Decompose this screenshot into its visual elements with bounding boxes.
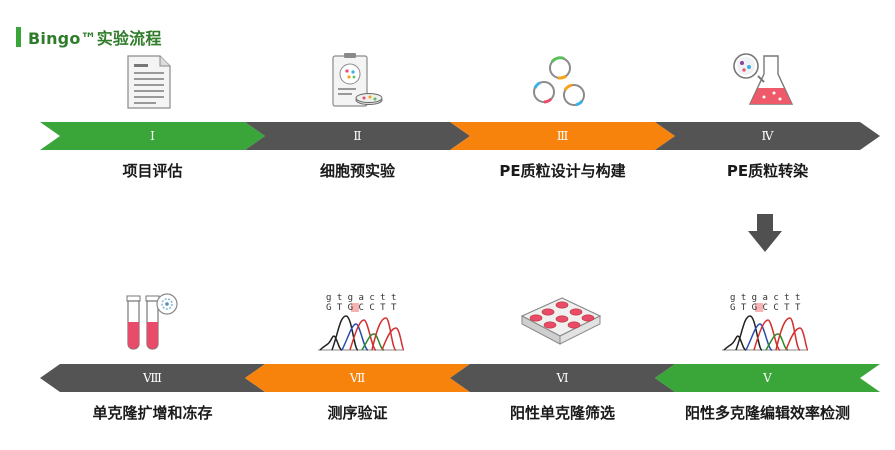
top-step-roman-4: Ⅳ (762, 129, 775, 143)
page-title: Bingo™实验流程 (16, 26, 162, 48)
top-step-arrow-3 (450, 122, 675, 150)
bottom-step-arrow-4 (655, 364, 880, 392)
down-arrow-icon (748, 214, 782, 252)
bottom-step-roman-3: Ⅵ (555, 371, 568, 385)
flask-icon (733, 53, 794, 105)
bottom-step-label-3: 阳性单克隆筛选 (509, 404, 616, 422)
sequencing-icon: g t g a c t t G T G C C T T (722, 293, 809, 351)
bottom-step-roman-1: Ⅷ (142, 371, 162, 385)
top-step-label-2: 细胞预实验 (319, 162, 396, 180)
sequence-top-text: g t g a c t t (730, 293, 800, 303)
bottom-step-arrow-3 (450, 364, 675, 392)
top-step-label-1: 项目评估 (122, 162, 183, 180)
top-step-arrow-4 (655, 122, 880, 150)
petri-dish-report-icon (332, 53, 383, 107)
bottom-step-label-1: 单克隆扩增和冻存 (92, 404, 213, 422)
sequencing-icon: g t g a c t t G T G C C T T (318, 293, 405, 351)
top-step-arrow-1 (40, 122, 265, 150)
bottom-step-label-2: 测序验证 (327, 404, 388, 422)
bottom-step-roman-2: Ⅶ (349, 371, 366, 385)
title-accent-bar (16, 27, 21, 47)
title-text: Bingo™实验流程 (28, 29, 162, 48)
top-step-label-4: PE质粒转染 (726, 162, 809, 180)
top-step-label-3: PE质粒设计与构建 (499, 162, 626, 180)
top-step-arrow-2 (245, 122, 470, 150)
bottom-step-label-4: 阳性多克隆编辑效率检测 (684, 404, 851, 422)
tubes-icon (126, 293, 178, 350)
sequence-bottom-text: G T G C C T T (326, 303, 397, 313)
top-step-roman-2: Ⅱ (353, 129, 361, 143)
well-plate-icon (520, 297, 602, 345)
sequence-top-text: g t g a c t t (326, 293, 396, 303)
bottom-step-arrow-2 (245, 364, 470, 392)
bottom-step-roman-4: Ⅴ (762, 371, 772, 385)
sequence-bottom-text: G T G C C T T (730, 303, 801, 313)
plasmid-icon (533, 56, 585, 107)
top-step-roman-3: Ⅲ (557, 129, 569, 143)
bottom-step-arrow-1 (40, 364, 265, 392)
top-step-roman-1: Ⅰ (150, 129, 155, 143)
document-icon (127, 55, 171, 109)
